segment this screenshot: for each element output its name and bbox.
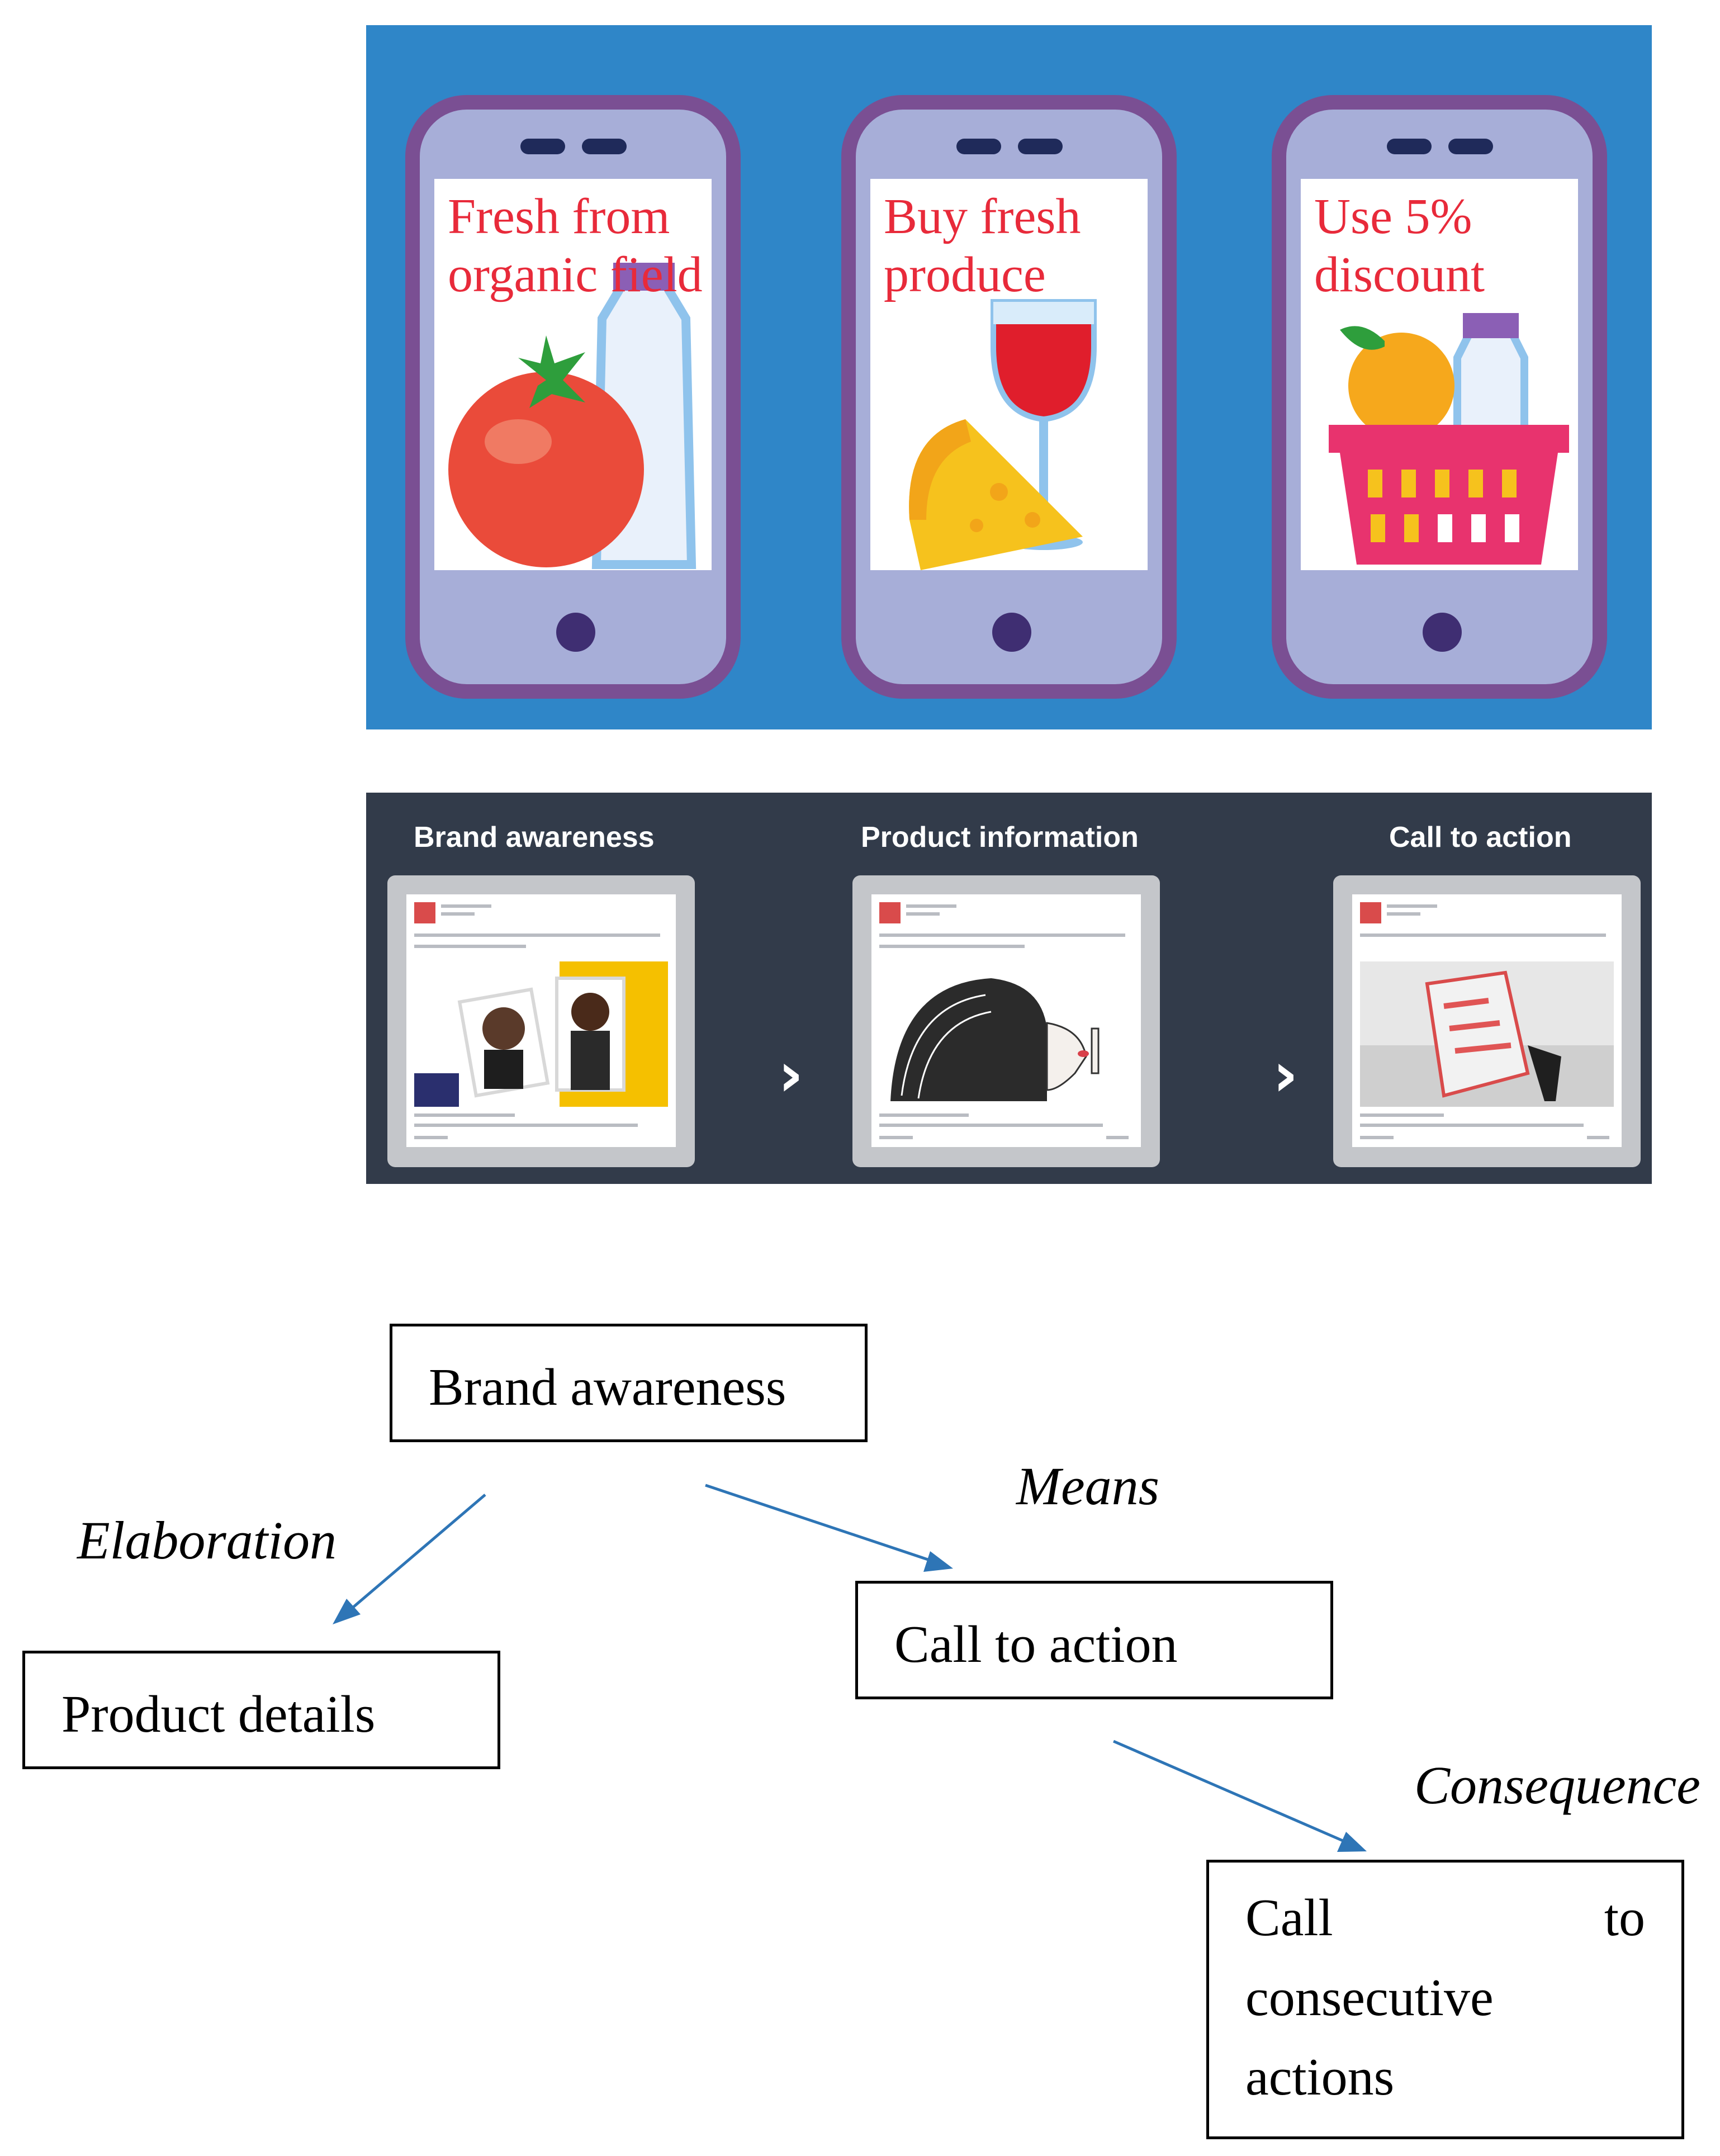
arrow-consequence bbox=[1113, 1740, 1359, 1849]
tomato-milk-icon bbox=[448, 263, 696, 569]
arrow-means bbox=[705, 1484, 945, 1567]
node-brand-awareness: Brand awareness bbox=[390, 1324, 868, 1442]
node-call-to-consecutive-actions: Call to consecutive actions bbox=[1206, 1860, 1684, 2139]
phone-speaker bbox=[1018, 139, 1063, 154]
stage-title-product-information: Product information bbox=[861, 821, 1139, 854]
fashion-photo-image bbox=[414, 961, 668, 1107]
node-label-line2: consecutive bbox=[1245, 1969, 1494, 2027]
phone-speaker bbox=[520, 139, 565, 154]
node-label-line1-right: to bbox=[1604, 1889, 1645, 1947]
relation-label-means: Means bbox=[1016, 1456, 1159, 1516]
chevron-right-icon: › bbox=[1273, 1039, 1299, 1110]
relation-label-elaboration: Elaboration bbox=[77, 1510, 337, 1570]
phone-caption: Use 5% discount bbox=[1314, 189, 1485, 302]
arrowhead-consequence bbox=[1337, 1832, 1367, 1852]
shopping-bags-photo-image bbox=[1360, 961, 1614, 1107]
shopping-basket-icon bbox=[1329, 313, 1569, 565]
stage-title-call-to-action: Call to action bbox=[1389, 821, 1572, 854]
home-button-icon bbox=[556, 613, 595, 652]
ad-card-brand-awareness bbox=[387, 875, 695, 1167]
relation-label-consequence: Consequence bbox=[1414, 1755, 1700, 1815]
node-label: Product details bbox=[61, 1685, 376, 1743]
home-button-icon bbox=[1423, 613, 1462, 652]
ad-card-product-information bbox=[852, 875, 1160, 1167]
chevron-right-icon: › bbox=[778, 1039, 804, 1110]
phone-speaker bbox=[1387, 139, 1432, 154]
phone-speaker bbox=[1448, 139, 1493, 154]
phone-screen: Fresh from organic field bbox=[434, 179, 712, 570]
phone-fresh-from-field: Fresh from organic field bbox=[405, 95, 741, 699]
node-call-to-action: Call to action bbox=[855, 1581, 1333, 1699]
node-label: Call to action bbox=[894, 1615, 1178, 1674]
phone-illustration-panel: Fresh from organic field Buy fresh produ… bbox=[366, 25, 1652, 729]
arrowhead-elaboration bbox=[333, 1599, 361, 1624]
home-button-icon bbox=[992, 613, 1031, 652]
node-label: Brand awareness bbox=[429, 1358, 786, 1416]
node-product-details: Product details bbox=[22, 1651, 500, 1769]
phone-caption: Fresh from organic field bbox=[448, 189, 703, 302]
node-label-line3: actions bbox=[1245, 2048, 1395, 2106]
ad-card-call-to-action bbox=[1333, 875, 1641, 1167]
wine-cheese-icon bbox=[909, 299, 1097, 570]
sketch-portrait-image bbox=[879, 961, 1133, 1107]
node-label-line1-left: Call bbox=[1245, 1889, 1333, 1947]
ad-post-preview bbox=[871, 894, 1141, 1147]
phone-speaker bbox=[956, 139, 1001, 154]
phone-screen: Use 5% discount bbox=[1301, 179, 1578, 570]
arrowhead-means bbox=[923, 1551, 953, 1572]
phone-screen: Buy fresh produce bbox=[870, 179, 1148, 570]
ad-post-preview bbox=[406, 894, 676, 1147]
phone-caption: Buy fresh produce bbox=[884, 189, 1081, 302]
stage-title-brand-awareness: Brand awareness bbox=[414, 821, 655, 854]
arrow-elaboration bbox=[337, 1494, 486, 1621]
phone-use-discount: Use 5% discount bbox=[1272, 95, 1607, 699]
brand-logo-icon bbox=[1360, 902, 1381, 923]
phone-speaker bbox=[582, 139, 627, 154]
brand-logo-icon bbox=[414, 902, 435, 923]
brand-logo-icon bbox=[879, 902, 901, 923]
phone-buy-fresh-produce: Buy fresh produce bbox=[841, 95, 1177, 699]
funnel-panel: Brand awareness Product information Call… bbox=[366, 793, 1652, 1184]
ad-post-preview bbox=[1352, 894, 1622, 1147]
